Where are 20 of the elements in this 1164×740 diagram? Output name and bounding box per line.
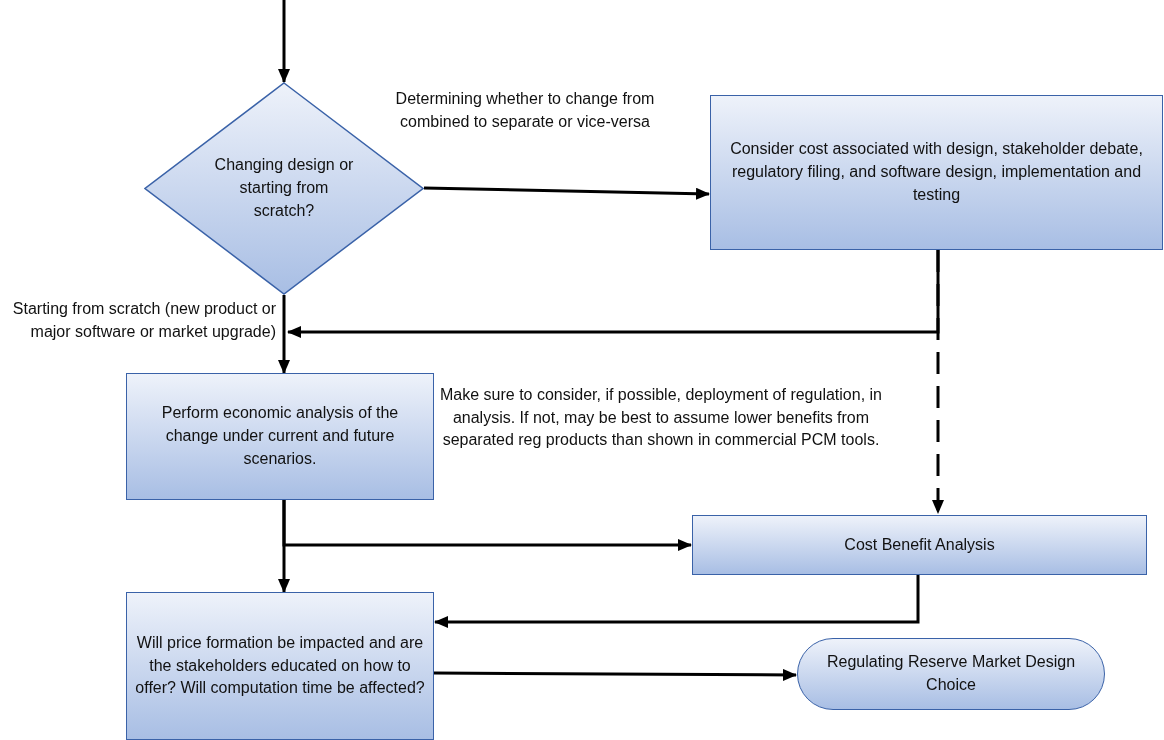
node-text: Consider cost associated with design, stakeholder debate, regulatory filing, and software design, implementation and testing — [729, 139, 1144, 205]
edge-label: Determining whether to change from combined to separate or vice-versa — [394, 89, 656, 132]
arrow — [434, 668, 797, 681]
arrow — [278, 0, 290, 83]
arrow — [278, 295, 290, 374]
arrow — [278, 500, 290, 593]
note-text: Make sure to consider, if possible, deployment of regulation, in analysis. If not, may be best to assume lower benefits from separated reg products than shown in commercial PCM tools. — [439, 385, 883, 451]
arrow — [434, 575, 920, 628]
process-box — [126, 592, 434, 740]
node-text: Will price formation be impacted and are the stakeholders educated on how to offer? Will computation time be affected? — [135, 632, 425, 699]
node-text: Changing design or starting from scratch? — [213, 155, 355, 221]
node-text: Perform economic analysis of the change under current and future scenarios. — [160, 403, 400, 469]
process-box — [126, 373, 434, 500]
node-text: Regulating Reserve Market Design Choice — [826, 652, 1076, 695]
arrow — [423, 186, 710, 200]
node-text: Cost Benefit Analysis — [843, 534, 996, 555]
process-box — [692, 515, 1147, 575]
arrow — [932, 250, 944, 514]
edge-label: Starting from scratch (new product or major software or market upgrade) — [11, 299, 276, 342]
process-box — [710, 95, 1163, 250]
